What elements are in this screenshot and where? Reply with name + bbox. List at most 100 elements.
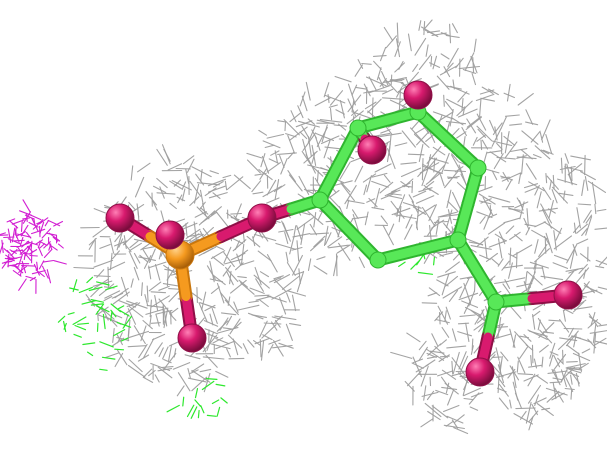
negative-mesh-strand	[32, 219, 44, 230]
density-mesh-strand	[431, 405, 449, 419]
density-mesh-strand	[587, 180, 607, 193]
density-mesh-strand	[154, 294, 159, 312]
density-mesh-strand	[156, 177, 168, 189]
negative-mesh-strand	[9, 264, 20, 268]
density-mesh-strand	[577, 203, 592, 206]
density-mesh-strand	[444, 62, 454, 73]
oxygen-atom	[553, 280, 583, 310]
density-mesh-strand	[161, 144, 171, 165]
density-mesh-strand	[364, 211, 369, 226]
density-mesh-strand	[432, 55, 438, 70]
density-mesh-strand	[513, 413, 534, 425]
density-mesh-strand	[504, 279, 511, 289]
negative-mesh-strand	[53, 220, 64, 227]
density-mesh-strand	[259, 320, 268, 338]
density-mesh-strand	[385, 80, 398, 93]
density-mesh-strand	[568, 368, 582, 374]
density-mesh-strand	[426, 355, 439, 359]
density-mesh-strand	[521, 130, 539, 145]
density-mesh-strand	[176, 196, 186, 202]
density-mesh-strand	[470, 55, 478, 74]
negative-mesh-strand	[39, 243, 46, 249]
density-mesh-strand	[313, 265, 328, 275]
density-mesh-strand	[553, 354, 561, 368]
density-mesh-strand	[545, 134, 553, 154]
density-mesh-strand	[311, 152, 316, 164]
density-mesh-strand	[96, 269, 105, 278]
density-mesh-strand	[508, 262, 513, 279]
density-mesh-strand	[463, 300, 471, 314]
positive-mesh-strand	[74, 324, 87, 331]
density-mesh-strand	[449, 23, 452, 44]
density-mesh-strand	[126, 302, 138, 308]
density-mesh-strand	[546, 390, 560, 403]
density-mesh-strand	[566, 344, 580, 355]
density-mesh-strand	[142, 319, 153, 330]
density-mesh-strand	[566, 244, 578, 264]
density-mesh-strand	[426, 154, 432, 169]
density-mesh-strand	[206, 265, 216, 280]
oxygen-atom	[357, 135, 387, 165]
negative-mesh-strand	[31, 270, 46, 275]
density-mesh-strand	[111, 250, 120, 260]
density-mesh-strand	[451, 372, 465, 377]
density-mesh-strand	[223, 251, 235, 268]
density-mesh-strand	[463, 135, 466, 147]
positive-mesh-strand	[113, 329, 126, 337]
density-mesh-strand	[479, 97, 482, 118]
density-mesh-strand	[298, 175, 310, 196]
ligand-atoms	[105, 80, 583, 387]
density-mesh-strand	[196, 286, 198, 304]
density-mesh-strand	[169, 202, 177, 210]
negative-mesh-strand	[33, 218, 36, 226]
positive-mesh-strand	[220, 397, 228, 404]
density-mesh-strand	[422, 19, 433, 31]
negative-mesh-strand	[21, 260, 27, 274]
positive-mesh-strand	[190, 406, 198, 419]
density-mesh-strand	[319, 119, 343, 123]
density-mesh-strand	[527, 329, 548, 341]
density-mesh-strand	[552, 262, 569, 269]
density-mesh-strand	[323, 139, 331, 159]
density-mesh-strand	[210, 343, 231, 350]
positive-mesh-strand	[72, 279, 78, 293]
density-mesh-strand	[406, 332, 421, 343]
density-mesh-strand	[441, 386, 458, 390]
density-mesh-strand	[459, 355, 469, 374]
density-mesh-strand	[516, 155, 527, 159]
density-mesh-strand	[516, 360, 519, 373]
density-mesh-strand	[344, 185, 357, 205]
negative-mesh-strand	[18, 253, 23, 267]
density-mesh-strand	[379, 132, 402, 138]
density-mesh-strand	[441, 152, 450, 174]
density-mesh-strand	[374, 163, 392, 173]
density-mesh-strand	[545, 173, 548, 184]
density-mesh-strand	[588, 316, 602, 326]
density-mesh-strand	[298, 268, 301, 285]
density-mesh-strand	[215, 370, 229, 378]
negative-mesh-strand	[9, 249, 17, 254]
density-mesh-strand	[186, 158, 195, 173]
density-mesh-strand	[434, 345, 448, 359]
density-mesh-strand	[417, 164, 429, 178]
negative-mesh-strand	[1, 260, 8, 269]
density-mesh-strand	[226, 176, 244, 191]
density-mesh-strand	[127, 364, 146, 378]
density-mesh-strand	[532, 310, 541, 318]
density-mesh-strand	[443, 94, 445, 107]
density-mesh-strand	[364, 101, 377, 110]
density-mesh-strand	[418, 143, 424, 163]
density-mesh-strand	[493, 153, 504, 170]
density-mesh-strand	[527, 271, 536, 289]
negative-mesh-strand	[19, 236, 24, 247]
density-mesh-strand	[284, 231, 289, 245]
density-mesh-strand	[233, 301, 239, 313]
density-mesh-strand	[212, 337, 224, 344]
density-mesh-strand	[465, 322, 470, 343]
density-mesh-strand	[423, 21, 426, 36]
density-mesh-strand	[388, 223, 395, 236]
density-mesh-strand	[421, 302, 438, 304]
density-mesh-strand	[155, 314, 160, 327]
density-mesh-strand	[429, 164, 445, 182]
